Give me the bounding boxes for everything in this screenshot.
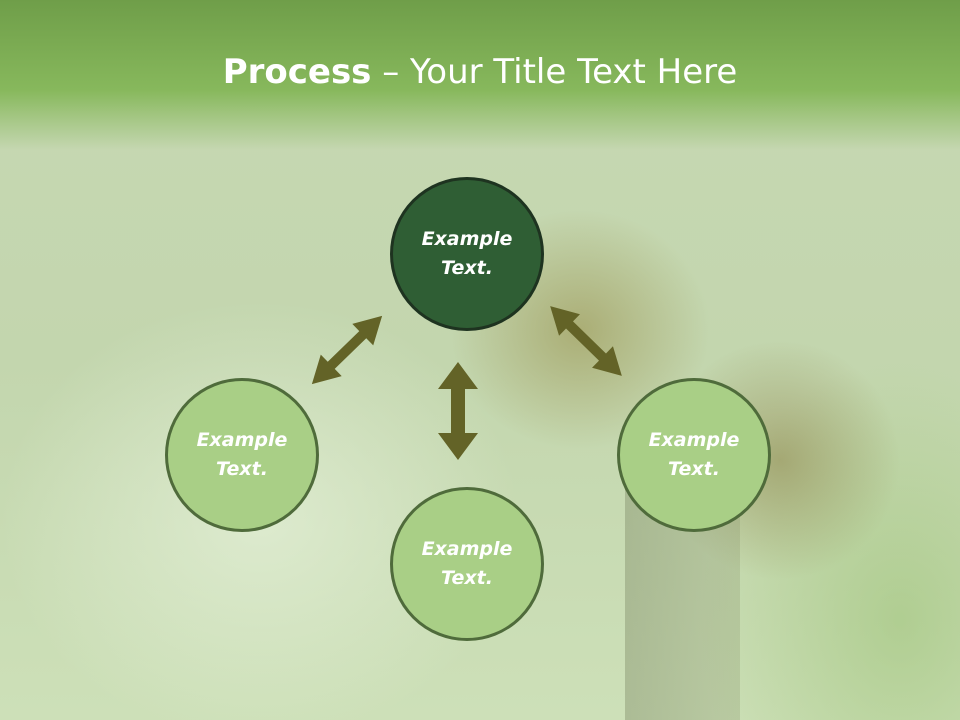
title-bar [0,0,960,150]
slide-title: Process – Your Title Text Here [0,52,960,92]
arrow-left-double [311,315,383,385]
title-rest: – Your Title Text Here [371,52,738,92]
arrow-vertical-double [438,362,478,460]
arrow-right-double [550,306,622,376]
title-bold: Process [222,52,372,92]
